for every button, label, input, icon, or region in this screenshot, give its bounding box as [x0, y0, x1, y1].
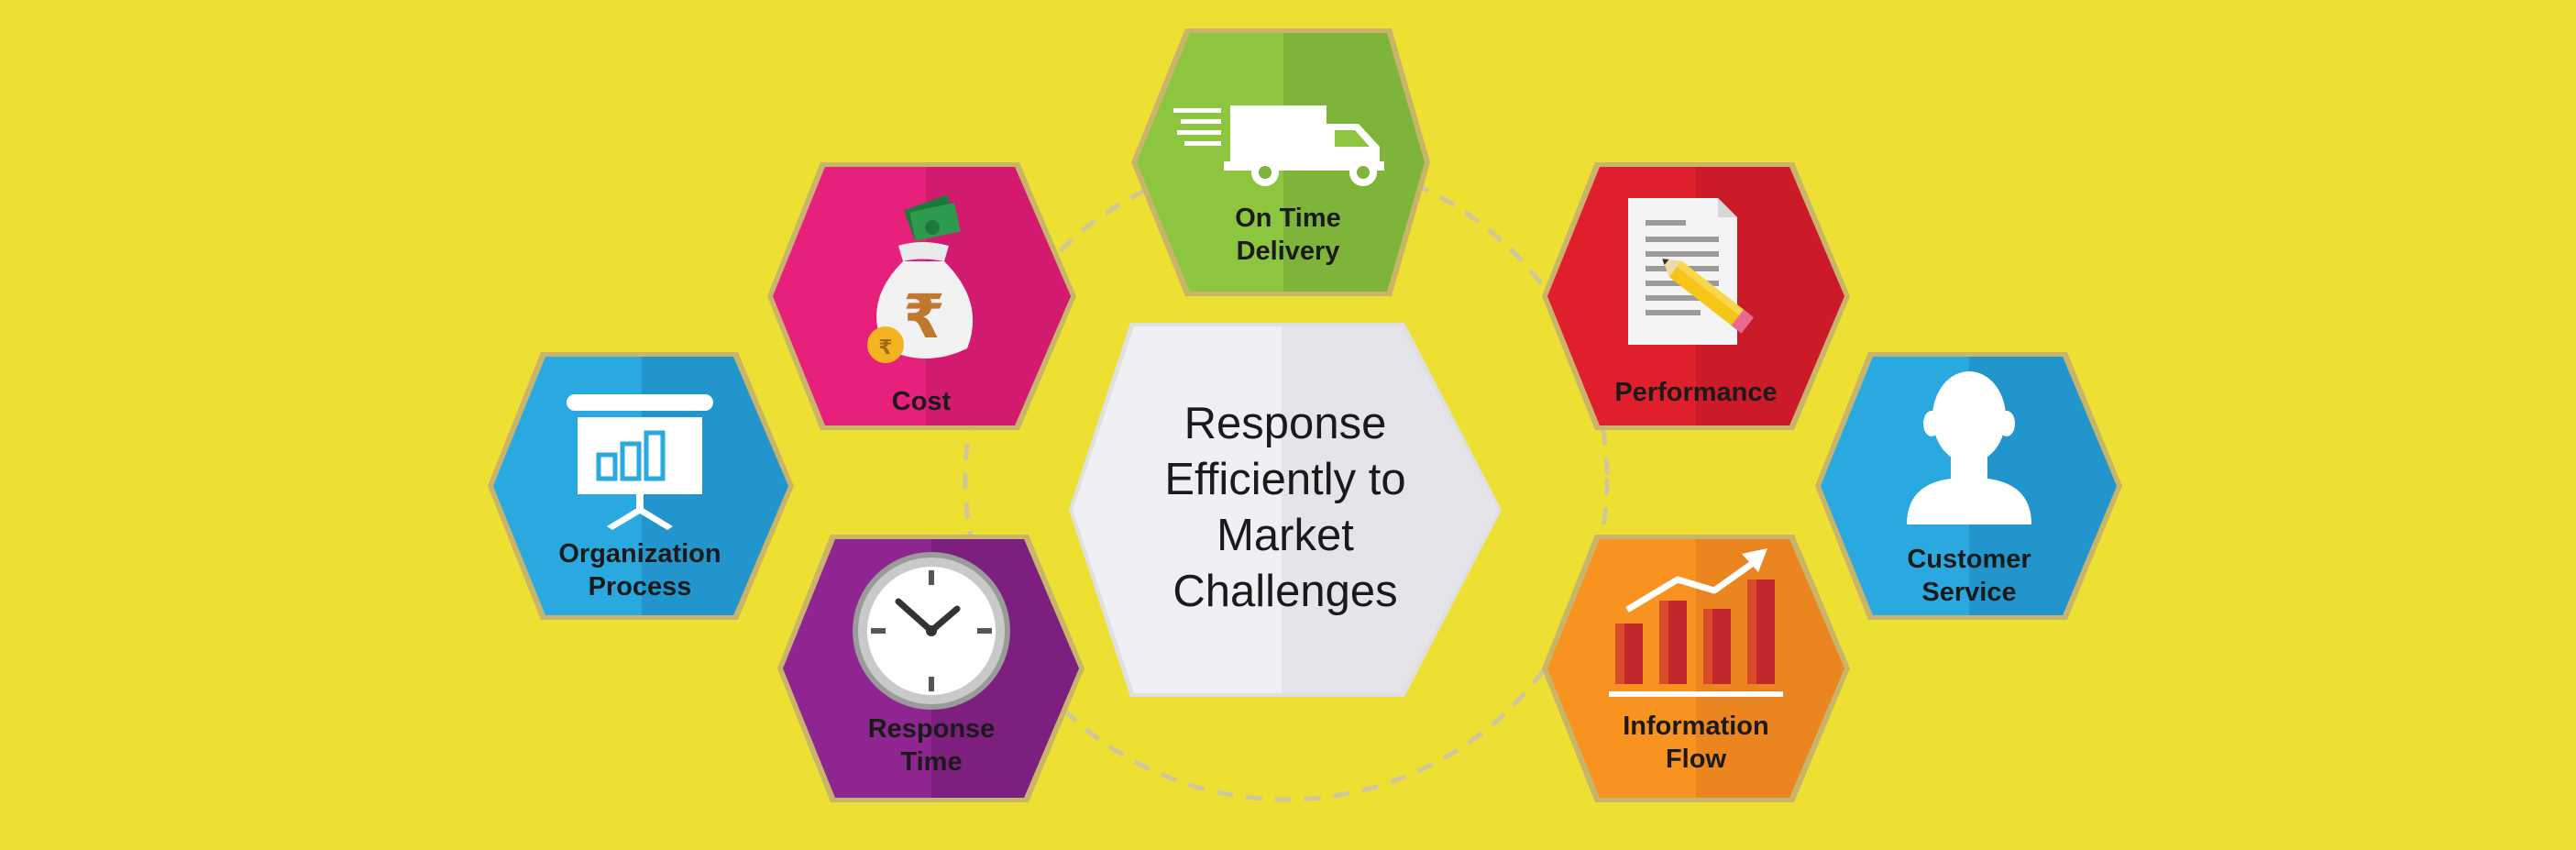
node-performance [1542, 162, 1850, 430]
label-information-flow: Information Flow [1595, 710, 1797, 776]
center-title-line-2: Efficiently to [1164, 455, 1406, 504]
label-organization-process: Organization Process [532, 537, 748, 603]
label-response-time: Response Time [834, 712, 1029, 778]
label-line: Process [588, 572, 692, 602]
document-pencil-icon [1628, 198, 1755, 345]
clock-icon [853, 552, 1010, 710]
center-title-line-1: Response [1183, 399, 1387, 448]
label-line: Response [867, 714, 996, 744]
svg-text:₹: ₹ [878, 337, 892, 359]
label-line: Organization [558, 539, 721, 569]
node-cost: ₹ ₹ [767, 162, 1076, 430]
center-title-line-3: Market [1216, 511, 1354, 560]
node-organization-process [488, 352, 794, 620]
label-line: On Time [1235, 204, 1341, 233]
node-on-time-delivery [1131, 28, 1430, 296]
svg-text:₹: ₹ [903, 281, 945, 352]
money-bag-icon: ₹ ₹ [867, 194, 974, 363]
center-node [1069, 323, 1502, 697]
node-information-flow [1542, 535, 1850, 802]
label-line: Customer [1907, 545, 2031, 574]
label-line: Flow [1665, 745, 1727, 774]
label-line: Service [1921, 578, 2017, 607]
customer-person-icon [1907, 371, 2031, 524]
label-line: Delivery [1236, 237, 1340, 266]
label-line: Cost [891, 387, 952, 416]
label-on-time-delivery: On Time Delivery [1192, 202, 1384, 268]
label-customer-service: Customer Service [1870, 543, 2068, 609]
label-line: Information [1623, 712, 1769, 741]
growth-chart-icon [1609, 548, 1783, 697]
delivery-truck-icon [1173, 105, 1384, 186]
center-title-line-4: Challenges [1172, 567, 1398, 616]
center-title: Response Efficiently to Market Challenge… [1109, 396, 1461, 620]
node-response-time [777, 535, 1084, 802]
presentation-board-icon [567, 394, 713, 530]
label-line: Performance [1614, 378, 1778, 407]
label-line: Time [900, 747, 963, 777]
label-cost: Cost [830, 385, 1013, 418]
node-customer-service [1815, 352, 2122, 620]
label-performance: Performance [1586, 376, 1806, 409]
